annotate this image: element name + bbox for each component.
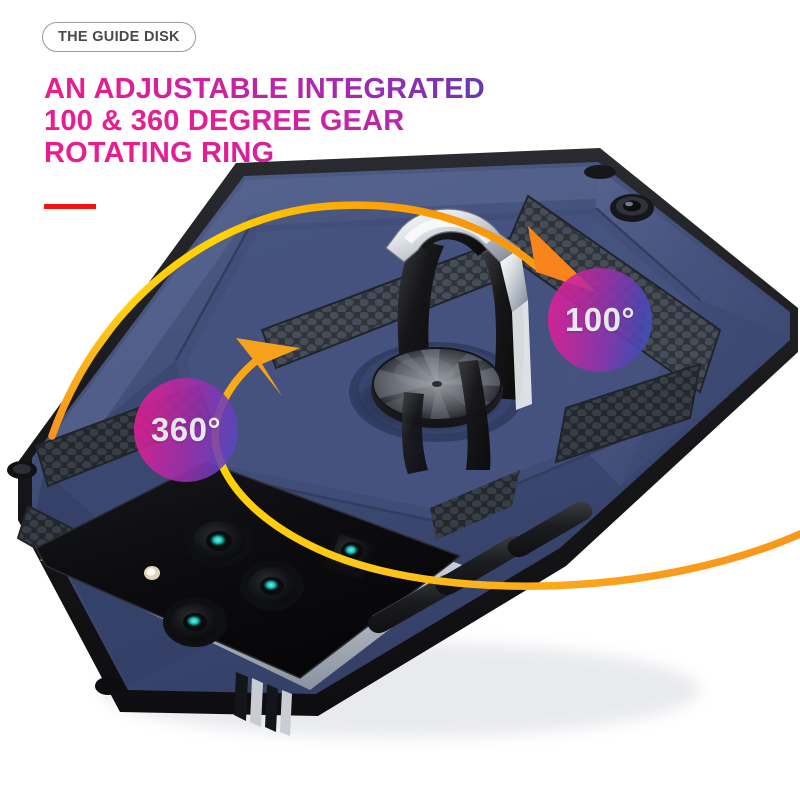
- callout-100-label: 100°: [564, 301, 636, 338]
- camera-lens: [240, 561, 304, 611]
- camera-module: [144, 514, 376, 647]
- headline-line-1: AN ADJUSTABLE INTEGRATED: [44, 73, 684, 105]
- camera-lens: [163, 597, 227, 647]
- honeycomb-grip-outline: [502, 194, 722, 394]
- accent-divider: [44, 204, 96, 209]
- ring-shell-silver: [386, 209, 520, 262]
- guide-disk-badge: THE GUIDE DISK: [42, 22, 196, 52]
- case-highlight-band: [40, 166, 612, 474]
- arc-arrow-100: [48, 201, 596, 440]
- speaker-grille: [234, 672, 292, 736]
- case-top-nub: [584, 165, 616, 179]
- honeycomb-grip-panel: [430, 470, 520, 540]
- phone-device: [34, 461, 470, 736]
- headphone-jack: [95, 677, 121, 695]
- arrow-head-360: [236, 338, 300, 396]
- case-port-hole: [7, 461, 37, 479]
- callout-100-degrees: 100°: [548, 268, 652, 372]
- ring-leg-front: [458, 360, 491, 470]
- guide-disk-outline: [372, 347, 502, 421]
- arrow-head-100: [494, 226, 596, 292]
- rotating-ring-assembly: [349, 208, 532, 474]
- callout-360-label: 360°: [150, 411, 222, 448]
- camera-flash-core: [146, 568, 156, 576]
- headline-line-3: ROTATING RING: [44, 137, 684, 169]
- honeycomb-grip-panel: [262, 238, 520, 368]
- case-seam: [595, 207, 701, 301]
- case-facet-right: [620, 300, 786, 486]
- ring-leg-front-left: [401, 392, 428, 474]
- headline-line-2: 100 & 360 DEGREE GEAR: [44, 105, 684, 137]
- camera-lens: [185, 514, 253, 568]
- page-title: AN ADJUSTABLE INTEGRATED 100 & 360 DEGRE…: [44, 73, 684, 169]
- honeycomb-grip-panel: [556, 364, 700, 462]
- honeycomb-grip-outline: [554, 362, 702, 464]
- callout-360-degrees: 360°: [134, 378, 238, 482]
- side-button: [507, 501, 593, 558]
- ring-leg-silver: [500, 248, 528, 312]
- camera-cutout: [610, 194, 654, 222]
- case-seam: [174, 225, 252, 361]
- ring-leg-silver-lower: [512, 300, 532, 410]
- guide-disk-center: [432, 381, 442, 387]
